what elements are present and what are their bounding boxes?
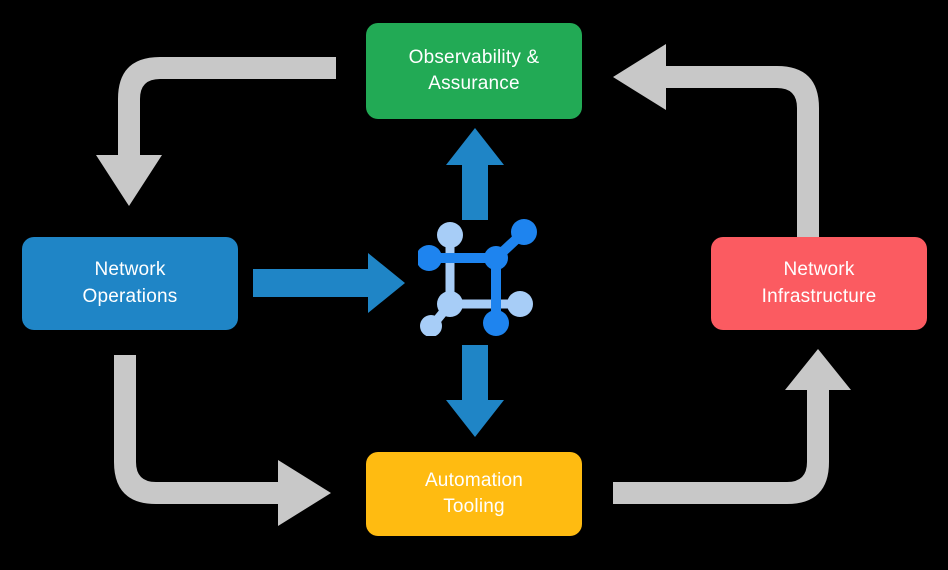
network-topology-icon <box>416 218 538 337</box>
arrow-observability-to-operations <box>96 57 336 206</box>
topology-strong-nodes <box>416 219 537 336</box>
arrow-infrastructure-to-observability <box>613 44 819 237</box>
arrow-operations-to-center <box>253 253 405 313</box>
node-observability-assurance[interactable]: Observability & Assurance <box>366 23 582 119</box>
node-automation-tooling[interactable]: Automation Tooling <box>366 452 582 536</box>
network-topology-icon-svg <box>416 219 537 337</box>
node-network-infrastructure[interactable]: Network Infrastructure <box>711 237 927 330</box>
topology-light-nodes <box>420 222 533 337</box>
arrow-operations-to-automation <box>114 355 331 526</box>
arrow-center-to-observability <box>446 128 504 220</box>
node-network-operations[interactable]: Network Operations <box>22 237 238 330</box>
arrow-center-to-automation <box>446 345 504 437</box>
arrow-automation-to-infrastructure <box>613 349 851 504</box>
